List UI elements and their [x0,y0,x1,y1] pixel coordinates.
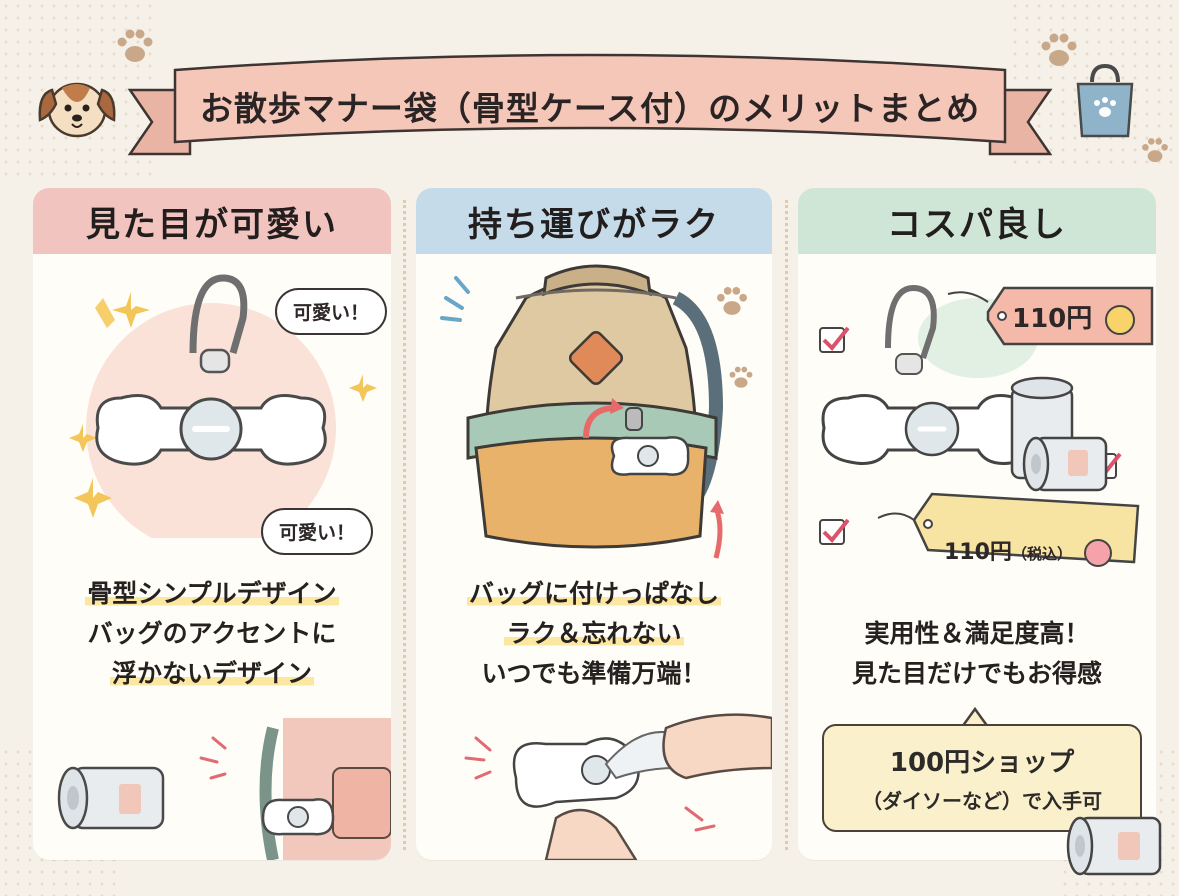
title-banner: お散歩マナー袋（骨型ケース付）のメリットまとめ [120,30,1060,170]
paw-print-icon [117,29,153,62]
page-title: お散歩マナー袋（骨型ケース付）のメリットまとめ [199,89,981,128]
bag-roll-illustration [1066,816,1162,876]
description-line: バッグのアクセントに [87,619,337,648]
description-line: バッグに付けっぱなし [466,579,721,608]
panel-cute-look: 見た目が可愛い 可愛い！ 可愛い！ 骨型シンプルデザイン バッグのアクセントに … [33,188,391,860]
paw-print-icon [1142,138,1168,163]
price-value: 110円 [944,540,1012,565]
hand-pulling-bag-illustration [464,713,772,860]
description-line: 見た目だけでもお得感 [851,659,1102,688]
panel-divider [785,200,788,850]
smiley-face-icon [1105,304,1136,335]
tax-note: （税込） [1011,545,1072,563]
bone-case-illustration [69,274,377,538]
bone-case-and-rolls-illustration [819,284,1154,564]
shop-callout: 100円ショップ （ダイソーなど）で入手可 [822,724,1142,832]
paw-print-icon [1041,33,1077,66]
smiley-face-icon [1083,539,1112,567]
panel-heading: コスパ良し [798,188,1156,254]
panel-description: バッグに付けっぱなし ラク＆忘れない いつでも準備万端！ [416,574,772,694]
bag-roll-illustration [57,718,391,860]
paw-print-icon [729,366,753,388]
backpack-illustration [440,264,724,559]
description-line: 骨型シンプルデザイン [85,579,339,608]
ribbon-shape [127,53,1053,156]
panel-description: 実用性＆満足度高！ 見た目だけでもお得感 [798,614,1156,694]
panel-description: 骨型シンプルデザイン バッグのアクセントに 浮かないデザイン [33,574,391,694]
price-tag-label: 110円（税込） [944,534,1112,567]
price-value: 110円 [1012,304,1093,334]
description-line: ラク＆忘れない [504,619,684,648]
description-line: いつでも準備万端！ [481,659,707,688]
panel-heading: 見た目が可愛い [33,188,391,254]
speech-bubble: 可愛い！ [275,288,388,335]
shop-line: 100円ショップ [889,748,1075,778]
description-line: 実用性＆満足度高！ [864,619,1090,648]
panel-divider [403,200,406,850]
callout-pointer [960,706,990,728]
price-tag-label: 110円 [1012,298,1136,335]
description-line: 浮かないデザイン [109,659,314,688]
panel-heading: 持ち運びがラク [416,188,772,254]
shop-line: （ダイソーなど）で入手可 [862,789,1102,813]
dog-face-icon [38,82,116,138]
shopping-bag-icon [1076,63,1134,138]
paw-print-icon [717,287,747,315]
speech-bubble: 可愛い！ [261,508,374,555]
panel-easy-carry: 持ち運びがラク バッグに付けっぱなし ラク＆忘れない いつでも準備万端！ [416,188,772,860]
